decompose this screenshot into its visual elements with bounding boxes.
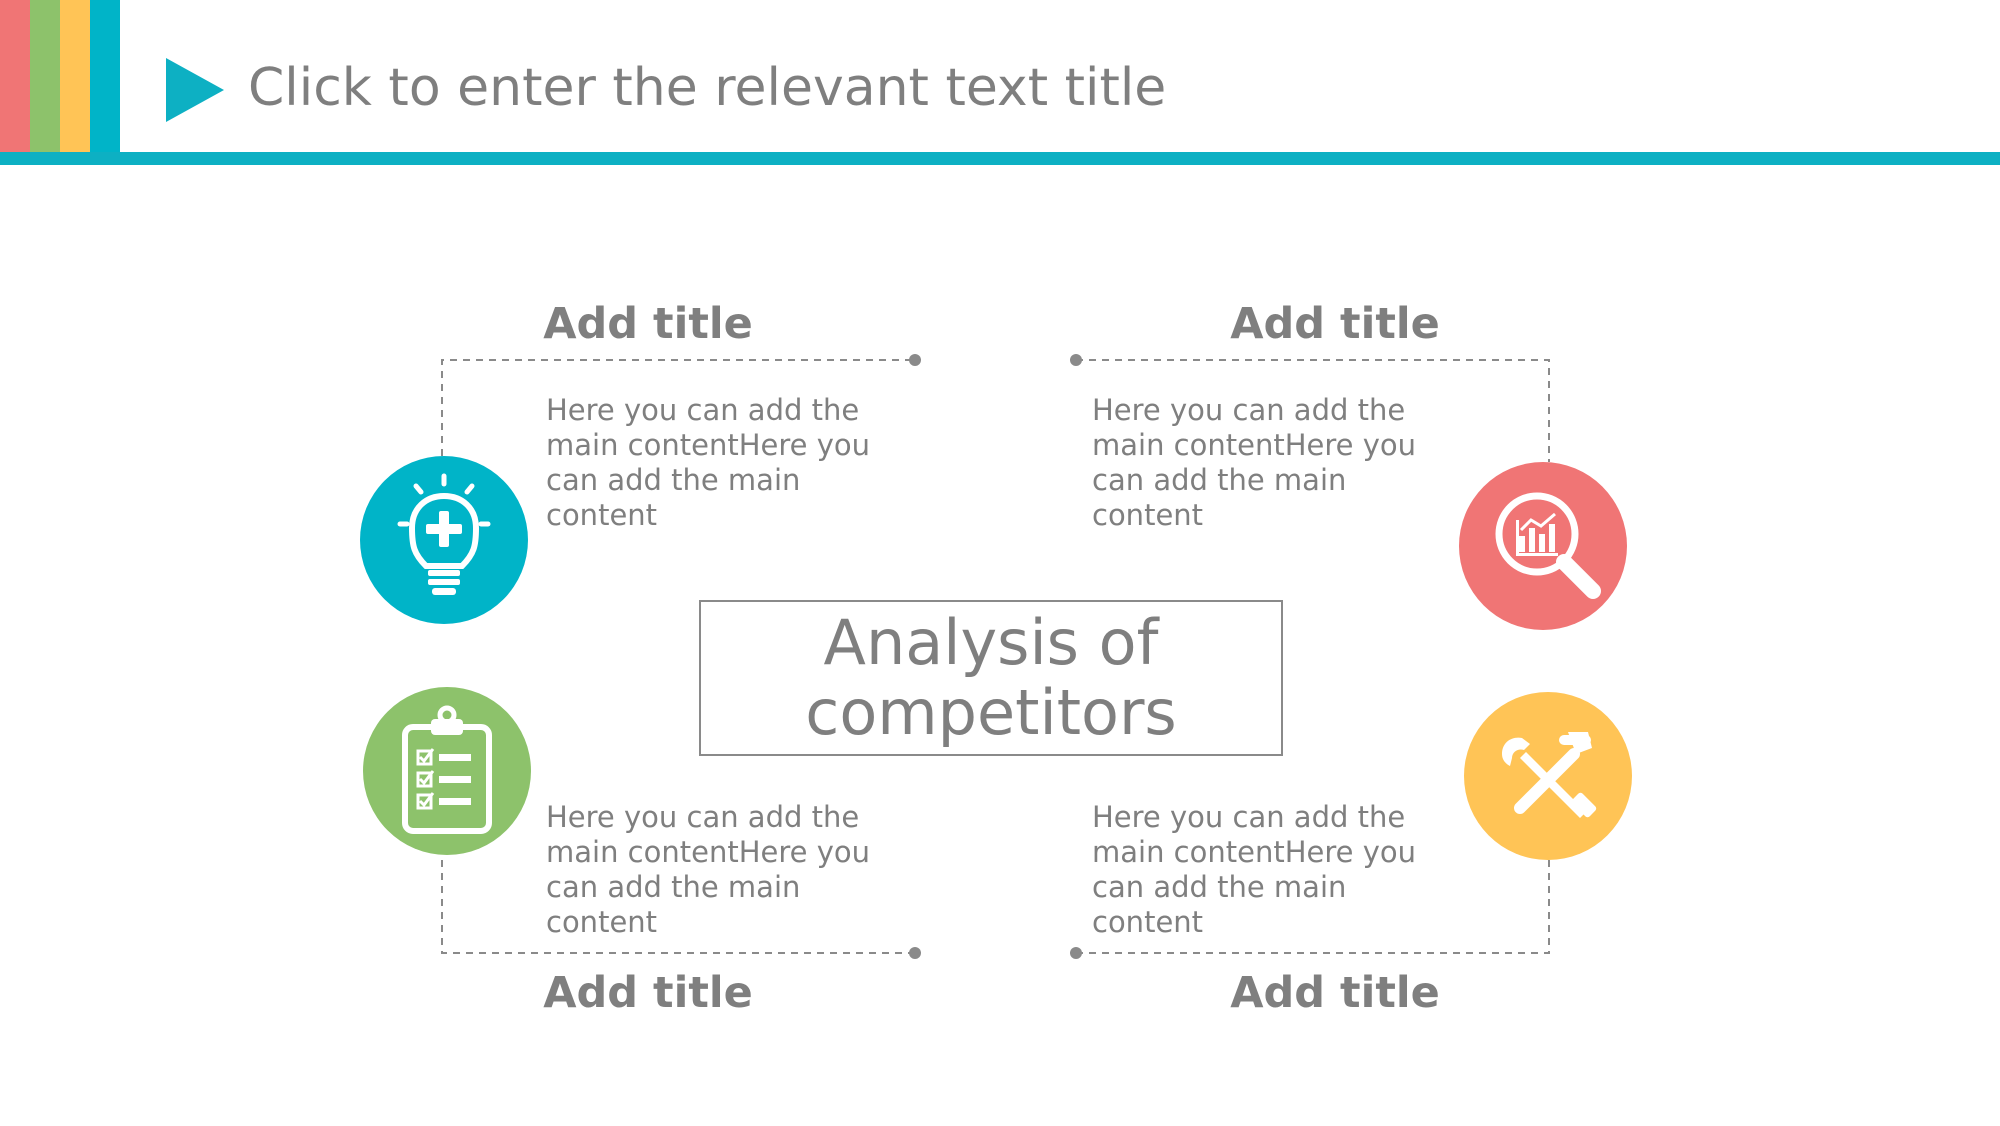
slide-title[interactable]: Click to enter the relevant text title <box>248 58 1167 118</box>
header-stripe-yellow <box>60 0 90 152</box>
bottom-left-icon-circle <box>363 687 531 855</box>
header-underline <box>0 152 2000 165</box>
bottom-left-title[interactable]: Add title <box>543 968 753 1018</box>
connector-dot <box>909 354 921 366</box>
bottom-right-body[interactable]: Here you can add the main contentHere yo… <box>1092 800 1416 939</box>
header-stripe-teal <box>90 0 120 152</box>
bottom-right-icon-circle <box>1464 692 1632 860</box>
center-title-box[interactable]: Analysis of competitors <box>699 600 1283 756</box>
connector-dot <box>909 947 921 959</box>
top-left-title[interactable]: Add title <box>543 299 753 349</box>
clipboard-checklist-icon <box>402 705 492 834</box>
play-triangle-icon <box>166 58 224 122</box>
top-right-title[interactable]: Add title <box>1230 299 1440 349</box>
bottom-right-title[interactable]: Add title <box>1230 968 1440 1018</box>
wrench-screwdriver-icon <box>1502 732 1597 818</box>
top-left-body[interactable]: Here you can add the main contentHere yo… <box>546 393 870 532</box>
bottom-left-body[interactable]: Here you can add the main contentHere yo… <box>546 800 870 939</box>
lightbulb-plus-icon <box>397 473 491 595</box>
header-stripe-green <box>30 0 60 152</box>
top-right-icon-circle <box>1459 462 1627 630</box>
connector-dot <box>1070 354 1082 366</box>
magnifier-chart-icon <box>1495 492 1601 599</box>
top-right-body[interactable]: Here you can add the main contentHere yo… <box>1092 393 1416 532</box>
header-stripe-red <box>0 0 30 152</box>
center-title: Analysis of competitors <box>805 606 1177 749</box>
top-left-icon-circle <box>360 456 528 624</box>
connector-dot <box>1070 947 1082 959</box>
